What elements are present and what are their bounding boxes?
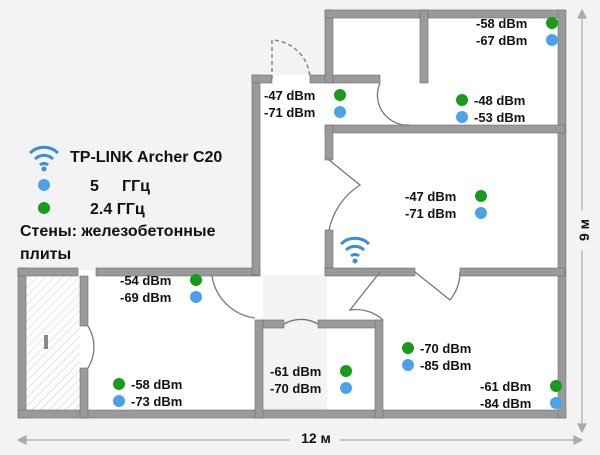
reading-5ghz-dot: [546, 34, 558, 46]
legend: TP-LINK Archer C20 5 ГГц 2.4 ГГц Стены: …: [20, 145, 222, 263]
legend-5ghz-unit: ГГц: [122, 178, 150, 195]
router-wifi-icon: [339, 236, 371, 264]
reading-24ghz-dot: [475, 190, 487, 202]
legend-5ghz-dot: [38, 179, 50, 191]
reading-5ghz-value: -73 dBm: [131, 394, 182, 409]
reading-5ghz-value: -53 dBm: [474, 110, 525, 125]
reading-24ghz-value: -47 dBm: [264, 88, 315, 103]
reading-5ghz-value: -71 dBm: [264, 105, 315, 120]
legend-24ghz-label: 2.4 ГГц: [90, 201, 145, 218]
reading-left-room-door: -54 dBm -69 dBm: [120, 273, 202, 305]
reading-5ghz-dot: [475, 207, 487, 219]
reading-5ghz-dot: [340, 382, 352, 394]
reading-24ghz-value: -61 dBm: [480, 379, 531, 394]
reading-24ghz-value: -61 dBm: [270, 364, 321, 379]
reading-5ghz-value: -85 dBm: [420, 358, 471, 373]
reading-5ghz-dot: [334, 106, 346, 118]
reading-5ghz-dot: [113, 395, 125, 407]
reading-24ghz-dot: [402, 342, 414, 354]
reading-main-room: -47 dBm -71 dBm: [405, 189, 487, 221]
reading-corridor-top: -47 dBm -71 dBm: [264, 88, 346, 120]
router-name: TP-LINK Archer C20: [70, 149, 222, 166]
legend-wifi-icon: [28, 145, 60, 172]
reading-5ghz-value: -70 dBm: [270, 381, 321, 396]
reading-5ghz-value: -69 dBm: [120, 290, 171, 305]
doors: [87, 39, 461, 369]
reading-24ghz-dot: [190, 274, 202, 286]
walls: [17, 9, 567, 419]
reading-lower-middle-room: -70 dBm -85 dBm: [402, 341, 471, 373]
reading-5ghz-value: -71 dBm: [405, 206, 456, 221]
radiator: [44, 335, 48, 349]
walls-label-line2: плиты: [20, 246, 71, 263]
reading-5ghz-dot: [402, 359, 414, 371]
reading-bottom-right-room: -61 dBm -84 dBm: [480, 379, 562, 411]
reading-24ghz-dot: [340, 365, 352, 377]
reading-5ghz-dot: [456, 111, 468, 123]
reading-24ghz-value: -47 dBm: [405, 189, 456, 204]
legend-5ghz-number: 5: [90, 178, 99, 195]
width-dimension-label: 12 м: [301, 430, 331, 446]
reading-5ghz-dot: [550, 397, 562, 409]
reading-5ghz-value: -67 dBm: [476, 33, 527, 48]
reading-24ghz-dot: [456, 94, 468, 106]
height-dimension-label: 9 м: [576, 219, 592, 241]
reading-24ghz-value: -58 dBm: [476, 16, 527, 31]
reading-24ghz-dot: [546, 17, 558, 29]
reading-small-room: -61 dBm -70 dBm: [270, 364, 352, 396]
reading-24ghz-dot: [550, 380, 562, 392]
walls-label-line1: Стены: железобетонные: [20, 223, 216, 240]
signal-readings: -58 dBm -67 dBm -47 dBm -71 dBm -48 dBm -53 d…: [113, 16, 562, 411]
legend-24ghz-dot: [38, 202, 50, 214]
reading-24ghz-value: -48 dBm: [474, 93, 525, 108]
reading-bottom-left-room: -58 dBm -73 dBm: [113, 377, 182, 409]
reading-24ghz-dot: [113, 378, 125, 390]
reading-top-right-room: -58 dBm -67 dBm: [476, 16, 558, 48]
reading-5ghz-value: -84 dBm: [480, 396, 531, 411]
reading-24ghz-value: -54 dBm: [120, 273, 171, 288]
reading-24ghz-dot: [334, 89, 346, 101]
balcony: [24, 276, 80, 412]
reading-room-mid-upper: -48 dBm -53 dBm: [456, 93, 525, 125]
reading-24ghz-value: -70 dBm: [420, 341, 471, 356]
reading-24ghz-value: -58 dBm: [131, 377, 182, 392]
reading-5ghz-dot: [190, 291, 202, 303]
